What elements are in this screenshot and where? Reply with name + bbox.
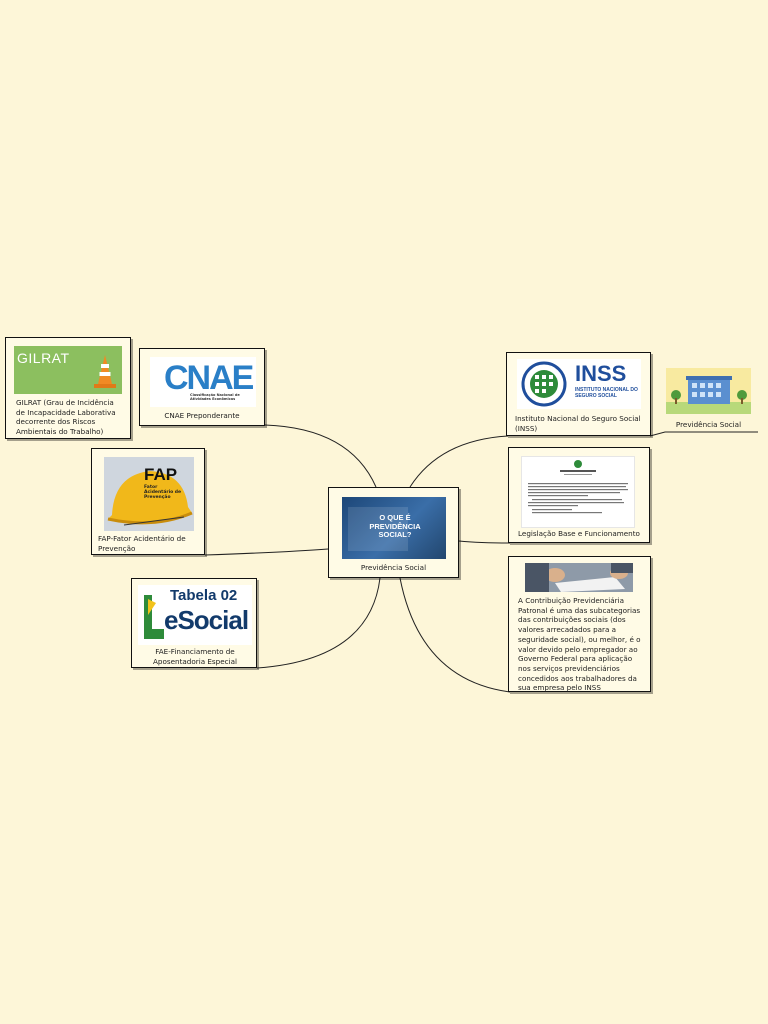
esocial-logo: Tabela 02 eSocial [138, 585, 252, 645]
center-caption: Previdência Social [360, 563, 427, 572]
signing-document-icon [525, 563, 633, 592]
center-image: O QUE É PREVIDÊNCIA SOCIAL? [342, 497, 446, 559]
constitution-document-icon [528, 460, 628, 514]
edge-contribuicao [399, 577, 511, 693]
inss-emblem-icon [521, 361, 567, 407]
cnae-logo: CNAE Classificação Nacional de Atividade… [150, 357, 256, 407]
node-inss[interactable]: INSS INSTITUTO NACIONAL DO SEGURO SOCIAL… [506, 352, 651, 436]
legislacao-document-image [521, 456, 635, 528]
cnae-caption: CNAE Preponderante [164, 411, 240, 420]
edge-fap [204, 548, 329, 556]
edge-legislacao [458, 540, 511, 544]
previdencia-right-caption: Previdência Social [675, 420, 742, 429]
edge-cnae [264, 424, 377, 488]
fap-logo-subtitle: Fator Acidentário de Prevenção [144, 485, 182, 500]
esocial-table-title: Tabela 02 [170, 587, 238, 604]
fap-caption: FAP-Fator Acidentário de Prevenção [98, 534, 186, 553]
gilrat-image-title: GILRAT [17, 350, 70, 366]
node-contribuicao[interactable]: A Contribuição Previdenciária Patronal é… [508, 556, 651, 692]
inss-logo-subtitle: INSTITUTO NACIONAL DO SEGURO SOCIAL [575, 387, 638, 399]
inss-logo-text: INSS [575, 361, 627, 386]
gilrat-caption: GILRAT (Grau de Incidência de Incapacida… [16, 398, 116, 437]
hard-hat-icon [104, 457, 194, 531]
edge-previdencia-right [649, 431, 758, 437]
esocial-logo-text: eSocial [164, 605, 249, 635]
fap-logo-text: FAP [144, 465, 178, 484]
legislacao-caption: Legislação Base e Funcionamento [518, 529, 640, 538]
node-esocial[interactable]: Tabela 02 eSocial FAE-Financiamento de A… [131, 578, 257, 668]
building-icon [666, 368, 751, 414]
esocial-caption: FAE-Financiamento de Aposentadoria Espec… [152, 647, 238, 666]
node-legislacao[interactable]: Legislação Base e Funcionamento [508, 447, 650, 543]
edge-inss [409, 435, 509, 488]
gilrat-image: GILRAT [14, 346, 122, 394]
inss-logo: INSS INSTITUTO NACIONAL DO SEGURO SOCIAL [517, 359, 641, 409]
node-cnae[interactable]: CNAE Classificação Nacional de Atividade… [139, 348, 265, 426]
center-image-backdrop [348, 507, 408, 551]
edge-esocial [256, 577, 381, 669]
traffic-cone-icon [94, 355, 116, 388]
node-gilrat[interactable]: GILRAT GILRAT (Grau de Incidência de Inc… [5, 337, 131, 439]
esocial-emblem-icon [144, 595, 164, 639]
inss-caption: Instituto Nacional do Seguro Social (INS… [515, 414, 641, 433]
previdencia-building-image [666, 368, 751, 414]
node-center[interactable]: O QUE É PREVIDÊNCIA SOCIAL? Previdência … [328, 487, 459, 578]
node-fap[interactable]: FAP Fator Acidentário de Prevenção FAP-F… [91, 448, 205, 555]
cnae-logo-subtitle: Classificação Nacional de Atividades Eco… [190, 393, 240, 401]
contribuicao-caption: A Contribuição Previdenciária Patronal é… [518, 596, 641, 693]
center-image-text: O QUE É PREVIDÊNCIA SOCIAL? [369, 513, 421, 540]
contribuicao-photo [525, 563, 633, 592]
fap-image: FAP Fator Acidentário de Prevenção [104, 457, 194, 531]
cnae-logo-text: CNAE [164, 359, 254, 397]
